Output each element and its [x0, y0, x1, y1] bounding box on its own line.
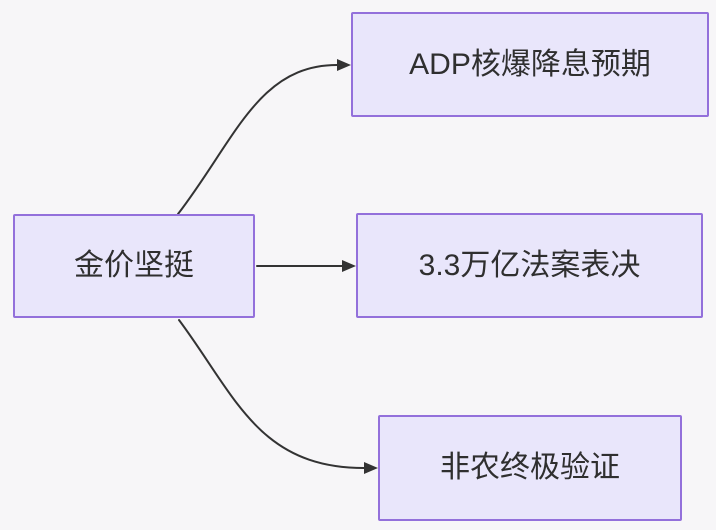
node-adp-rate-cut-expectation[interactable]: ADP核爆降息预期 [351, 12, 709, 117]
edge-root-to-nfp [178, 319, 378, 474]
node-nonfarm-verification[interactable]: 非农终极验证 [378, 415, 682, 521]
node-adp-rate-cut-expectation-label: ADP核爆降息预期 [409, 47, 651, 81]
node-gold-price-firm[interactable]: 金价坚挺 [13, 214, 255, 318]
node-gold-price-firm-label: 金价坚挺 [74, 249, 194, 282]
node-nonfarm-verification-label: 非农终极验证 [440, 451, 620, 484]
node-bill-vote[interactable]: 3.3万亿法案表决 [356, 213, 703, 318]
edge-root-to-adp [177, 59, 351, 215]
node-bill-vote-label: 3.3万亿法案表决 [418, 248, 641, 282]
